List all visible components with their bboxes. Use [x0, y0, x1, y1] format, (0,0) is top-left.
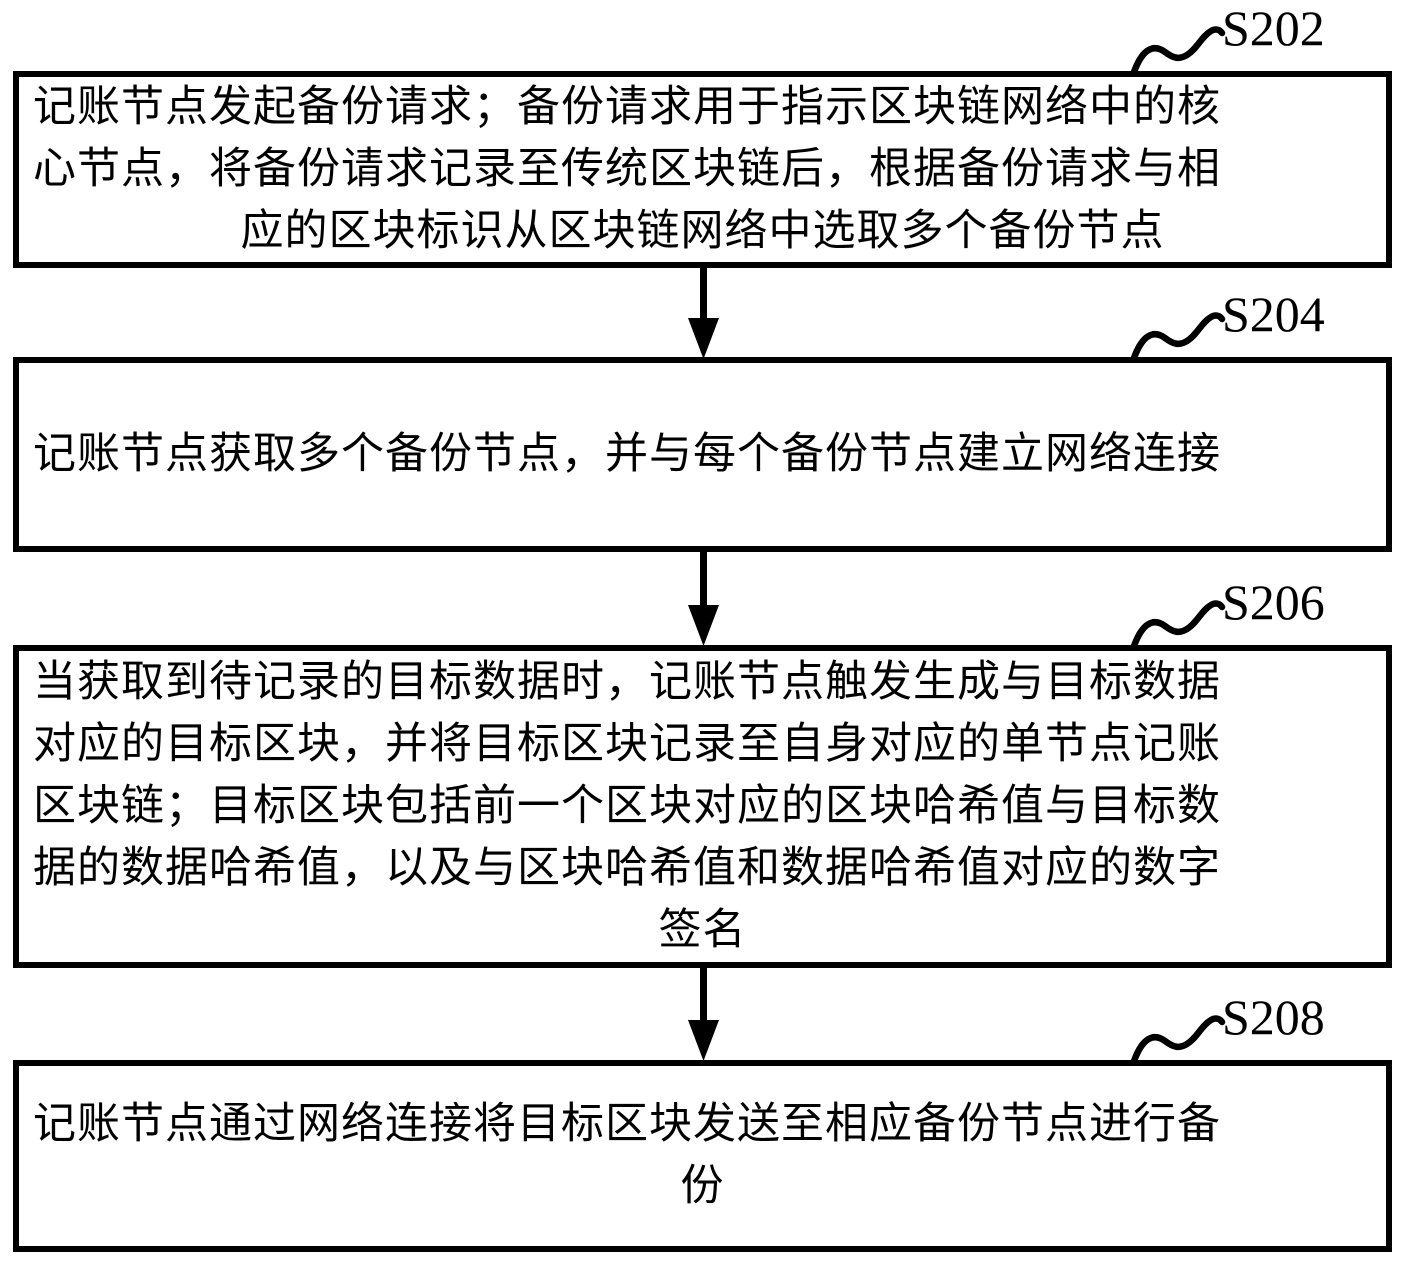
step-text-line: 应的区块标识从区块链网络中选取多个备份节点 — [240, 207, 1165, 255]
step-text-line: 区块链；目标区块包括前一个区块对应的区块哈希值与目标数 — [33, 782, 1221, 830]
step-text-line: 份 — [680, 1163, 725, 1210]
step-box: 记账节点通过网络连接将目标区块发送至相应备份节点进行备 份 — [13, 1060, 1392, 1252]
step-text-line: 记账节点获取多个备份节点，并与每个备份节点建立网络连接 — [33, 430, 1221, 478]
step-label: S202 — [1222, 0, 1325, 56]
step-text-line: 据的数据哈希值，以及与区块哈希值和数据哈希值对应的数字 — [33, 844, 1221, 892]
step-box: 记账节点发起备份请求；备份请求用于指示区块链网络中的核 心节点，将备份请求记录至… — [13, 71, 1392, 268]
step-text-line: 签名 — [658, 906, 747, 954]
arrow-down-icon — [685, 266, 722, 359]
squiggle-connector-icon — [1126, 1011, 1226, 1065]
step-text-line: 记账节点通过网络连接将目标区块发送至相应备份节点进行备 — [33, 1101, 1221, 1148]
step-label: S208 — [1222, 989, 1325, 1045]
squiggle-connector-icon — [1126, 308, 1226, 362]
step-label: S204 — [1222, 286, 1325, 342]
step-text-line: 当获取到待记录的目标数据时，记账节点触发生成与目标数据 — [33, 658, 1221, 706]
step-box: 当获取到待记录的目标数据时，记账节点触发生成与目标数据 对应的目标区块，并将目标… — [13, 645, 1392, 968]
arrow-down-icon — [685, 550, 722, 646]
step-box: 记账节点获取多个备份节点，并与每个备份节点建立网络连接 — [13, 357, 1392, 552]
arrow-down-icon — [685, 966, 722, 1061]
step-text-line: 心节点，将备份请求记录至传统区块链后，根据备份请求与相 — [33, 145, 1221, 193]
step-label: S206 — [1222, 574, 1325, 630]
squiggle-connector-icon — [1126, 596, 1226, 650]
squiggle-connector-icon — [1126, 22, 1226, 76]
step-text-line: 记账节点发起备份请求；备份请求用于指示区块链网络中的核 — [33, 83, 1221, 131]
step-text-line: 对应的目标区块，并将目标区块记录至自身对应的单节点记账 — [33, 720, 1221, 768]
